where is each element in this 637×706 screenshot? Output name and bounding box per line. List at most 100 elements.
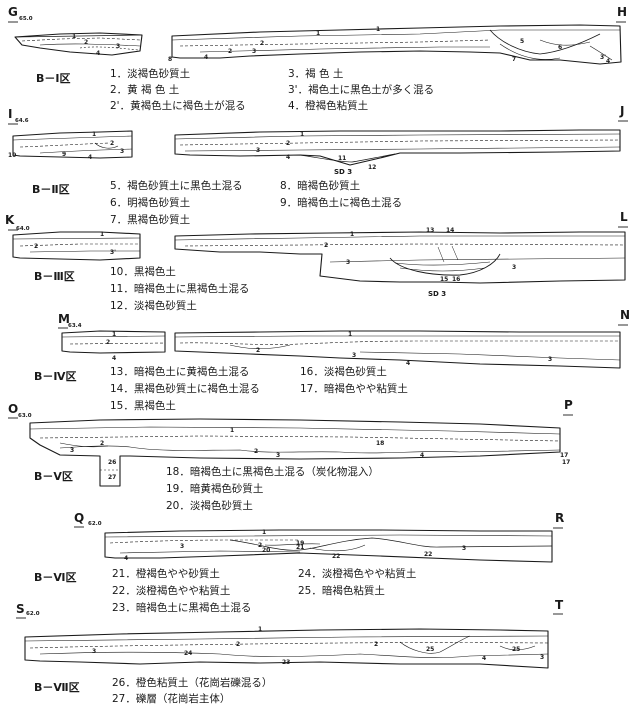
layer-number-b7: 3 bbox=[540, 654, 545, 661]
legend-b1-2p: 2'．黄褐色土に褐色土が混る bbox=[110, 100, 246, 112]
legend-b1-2: 2．黄 褐 色 土 bbox=[110, 84, 180, 96]
layer-number-b6: 1 bbox=[262, 529, 267, 536]
section-label-b6: B－Ⅵ区 bbox=[34, 571, 77, 584]
layer-number-b1: 4 bbox=[96, 50, 101, 57]
legend-b5-19: 19．暗黄褐色砂質土 bbox=[166, 483, 264, 495]
legend-b6-22: 22．淡橙褐色やや粘質土 bbox=[112, 585, 231, 597]
layer-number-b1: 8 bbox=[168, 56, 173, 63]
layer-number-b2: 11 bbox=[338, 155, 347, 162]
layer-number-b3: 3 bbox=[346, 259, 351, 266]
point-r: R bbox=[555, 511, 565, 525]
section-label-b1: B－Ⅰ区 bbox=[36, 72, 71, 85]
profile-b4-right bbox=[174, 330, 621, 369]
layer-number-b2: 2 bbox=[286, 140, 291, 147]
legend-b2-5: 5．褐色砂質土に黒色土混る bbox=[110, 180, 243, 192]
layer-number-b4: 1 bbox=[348, 331, 353, 338]
layer-number-b7: 4 bbox=[482, 655, 487, 662]
legend-b4-13: 13．暗褐色土に黄褐色土混る bbox=[110, 366, 250, 378]
layer-number-b5: 27 bbox=[108, 474, 117, 481]
layer-number-b3: 15 bbox=[440, 276, 449, 283]
point-l: L bbox=[620, 210, 628, 224]
point-k: K bbox=[5, 213, 15, 227]
layer-number-b4: 1 bbox=[112, 331, 117, 338]
layer-number-b3: 13 bbox=[426, 227, 435, 234]
feature-sd3-b2: SD 3 bbox=[334, 168, 353, 176]
layer-number-b1: 1 bbox=[72, 33, 77, 40]
layer-number-b2: 1 bbox=[300, 131, 305, 138]
layer-number-b3: 3' bbox=[110, 249, 117, 256]
layer-number-b6: 22 bbox=[424, 551, 433, 558]
legend-b2-9: 9．暗褐色土に褐色土混る bbox=[280, 197, 403, 209]
elevation-i: 64.6 bbox=[15, 118, 29, 124]
layer-number-b2: 3 bbox=[256, 147, 261, 154]
elevation-g: 65.0 bbox=[19, 16, 33, 22]
legend-b6-25: 25．暗褐色粘質土 bbox=[298, 585, 385, 597]
legend-b3-12: 12．淡褐色砂質土 bbox=[110, 300, 197, 312]
elevation-m: 63.4 bbox=[68, 323, 82, 329]
point-o: O bbox=[8, 402, 19, 416]
legend-b4-14: 14．黒褐色砂質土に褐色土混る bbox=[110, 383, 260, 395]
legend-b1-1: 1．淡褐色砂質土 bbox=[110, 68, 191, 80]
layer-number-b7: 25 bbox=[512, 646, 521, 653]
legend-b2-8: 8．暗褐色砂質土 bbox=[280, 180, 361, 192]
elevation-q: 62.0 bbox=[88, 521, 102, 527]
legend-b6-24: 24．淡橙褐色やや粘質土 bbox=[298, 568, 417, 580]
layer-number-b5: 18 bbox=[376, 440, 385, 447]
layer-number-b3: 2 bbox=[34, 243, 39, 250]
layer-number-b1: 1 bbox=[376, 26, 381, 33]
layer-number-b1: 3 bbox=[116, 43, 121, 50]
layer-number-b5: 3 bbox=[70, 447, 75, 454]
point-g: G bbox=[8, 5, 18, 19]
layer-number-b6: 21 bbox=[296, 544, 305, 551]
layer-number-b3: 3 bbox=[512, 264, 517, 271]
point-h: H bbox=[617, 5, 628, 19]
layer-number-b5: 26 bbox=[108, 459, 117, 466]
legend-b7-27: 27．礫層（花崗岩主体） bbox=[112, 693, 231, 705]
section-label-b5: B－Ⅴ区 bbox=[34, 470, 73, 483]
profile-b6 bbox=[104, 529, 553, 563]
layer-number-b2: 10 bbox=[8, 152, 17, 159]
layer-number-b1: 3' bbox=[600, 54, 607, 61]
profile-b5 bbox=[29, 418, 561, 487]
layer-number-b1: 2 bbox=[84, 39, 89, 46]
layer-number-b4: 3 bbox=[352, 352, 357, 359]
layer-number-b6: 19 bbox=[296, 540, 305, 547]
elevation-s: 62.0 bbox=[26, 611, 40, 617]
section-label-b3: B－Ⅲ区 bbox=[34, 270, 75, 283]
layer-number-b1: 2 bbox=[260, 40, 265, 47]
layer-number-b3: 1 bbox=[100, 231, 105, 238]
layer-number-b4: 3 bbox=[548, 356, 553, 363]
layer-number-b4: 2 bbox=[106, 339, 111, 346]
layer-number-b4: 2 bbox=[256, 347, 261, 354]
layer-number-b1: 2 bbox=[228, 48, 233, 55]
point-n: N bbox=[620, 308, 631, 322]
profile-b3-left bbox=[12, 231, 141, 261]
legend-b3-11: 11．暗褐色土に黒褐色土混る bbox=[110, 283, 250, 295]
section-label-b4: B－Ⅳ区 bbox=[34, 370, 77, 383]
point-m: M bbox=[58, 312, 70, 326]
legend-b2-6: 6．明褐色砂質土 bbox=[110, 197, 191, 209]
layer-number-b5: 2 bbox=[100, 440, 105, 447]
legend-b3-10: 10．黒褐色土 bbox=[110, 266, 176, 278]
section-label-b7: B－Ⅶ区 bbox=[34, 681, 80, 694]
layer-number-b4: 4 bbox=[406, 360, 411, 367]
layer-number-b1: 7 bbox=[512, 56, 517, 63]
layer-number-b5: 3 bbox=[276, 452, 281, 459]
elevation-k: 64.0 bbox=[16, 226, 30, 232]
elevation-o: 63.0 bbox=[18, 413, 32, 419]
layer-number-b2: 4 bbox=[88, 154, 93, 161]
legend-b4-16: 16．淡褐色砂質土 bbox=[300, 366, 387, 378]
point-j: J bbox=[620, 104, 625, 118]
legend-b6-21: 21．橙褐色やや砂質土 bbox=[112, 568, 220, 580]
layer-number-b2: 12 bbox=[368, 164, 377, 171]
layer-number-b3: 2 bbox=[324, 242, 329, 249]
layer-number-b7: 3 bbox=[92, 648, 97, 655]
profile-b4-left bbox=[61, 330, 166, 354]
legend-b7-26: 26．橙色粘質土（花崗岩礫混る） bbox=[112, 677, 273, 689]
layer-number-b5: 17 bbox=[562, 459, 571, 466]
layer-number-b2: 1 bbox=[92, 131, 97, 138]
layer-number-b2: 4 bbox=[286, 154, 291, 161]
layer-number-b5: 2 bbox=[254, 448, 259, 455]
layer-number-b4: 4 bbox=[112, 355, 117, 362]
point-t: T bbox=[555, 598, 564, 612]
